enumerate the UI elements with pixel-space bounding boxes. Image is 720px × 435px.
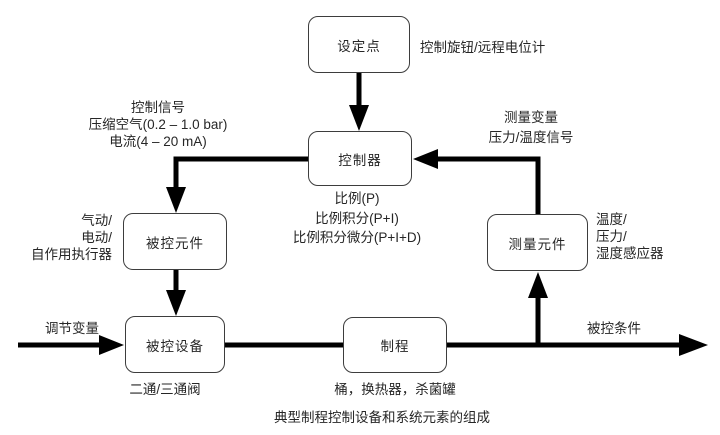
controller-mode-line: 比例(P) bbox=[334, 191, 380, 206]
sensor-type-line: 湿度感应器 bbox=[596, 246, 664, 261]
controller-node: 控制器 bbox=[308, 131, 412, 186]
control-signal-note: 控制信号 压缩空气(0.2 – 1.0 bar) 电流(4 – 20 mA) bbox=[89, 99, 228, 150]
control-signal-line: 控制信号 bbox=[130, 100, 185, 115]
measuring-element-label: 测量元件 bbox=[508, 236, 567, 252]
process-note: 桶，换热器，杀菌罐 bbox=[334, 382, 456, 397]
measured-variable-line: 测量变量 bbox=[503, 110, 558, 125]
arrow-right-output bbox=[679, 334, 708, 356]
controller-modes-note: 比例(P) 比例积分(P+I) 比例积分微分(P+I+D) bbox=[293, 189, 421, 248]
sensor-type-line: 温度/ bbox=[596, 212, 627, 227]
arrow-left-into-controller bbox=[413, 149, 438, 169]
setpoint-note: 控制旋钮/远程电位计 bbox=[420, 40, 546, 55]
arrow-up-into-measuring-element bbox=[528, 272, 548, 298]
measured-variable-line: 压力/温度信号 bbox=[488, 130, 574, 145]
regulating-variable-label: 调节变量 bbox=[45, 321, 99, 336]
actuator-type-line: 自作用执行器 bbox=[31, 247, 112, 262]
control-signal-line: 压缩空气(0.2 – 1.0 bar) bbox=[88, 117, 228, 132]
setpoint-label: 设定点 bbox=[337, 38, 381, 54]
arrow-right-into-controlled-device bbox=[99, 335, 124, 355]
device-note: 二通/三通阀 bbox=[129, 382, 201, 397]
control-signal-line: 电流(4 – 20 mA) bbox=[109, 134, 207, 149]
process-label: 制程 bbox=[380, 339, 410, 354]
setpoint-node: 设定点 bbox=[308, 16, 410, 73]
measured-variable-note: 测量变量 压力/温度信号 bbox=[489, 108, 574, 148]
controlled-device-label: 被控设备 bbox=[146, 338, 204, 354]
measuring-element-node: 测量元件 bbox=[487, 214, 588, 271]
arrow-down-into-controlled-element bbox=[166, 187, 186, 213]
line-measuring-to-controller bbox=[438, 156, 541, 214]
controller-mode-line: 比例积分(P+I) bbox=[315, 210, 399, 226]
arrow-down-into-controller bbox=[349, 105, 369, 131]
actuator-type-line: 电动/ bbox=[81, 230, 112, 245]
controller-mode-line: 比例积分微分(P+I+D) bbox=[292, 230, 422, 245]
figure-caption: 典型制程控制设备和系统元素的组成 bbox=[274, 410, 490, 425]
actuator-types-note: 气动/ 电动/ 自作用执行器 bbox=[31, 212, 112, 263]
controlled-device-node: 被控设备 bbox=[125, 316, 225, 373]
sensor-type-line: 压力/ bbox=[596, 229, 627, 244]
sensor-types-note: 温度/ 压力/ 湿度感应器 bbox=[596, 211, 664, 262]
line-controller-to-element bbox=[173, 156, 309, 188]
process-node: 制程 bbox=[343, 317, 447, 373]
controlled-condition-label: 被控条件 bbox=[587, 321, 641, 336]
controlled-element-node: 被控元件 bbox=[123, 213, 227, 270]
actuator-type-line: 气动/ bbox=[81, 213, 112, 228]
arrow-down-into-controlled-device bbox=[166, 290, 186, 316]
controller-label: 控制器 bbox=[338, 152, 382, 168]
controlled-element-label: 被控元件 bbox=[146, 235, 204, 251]
